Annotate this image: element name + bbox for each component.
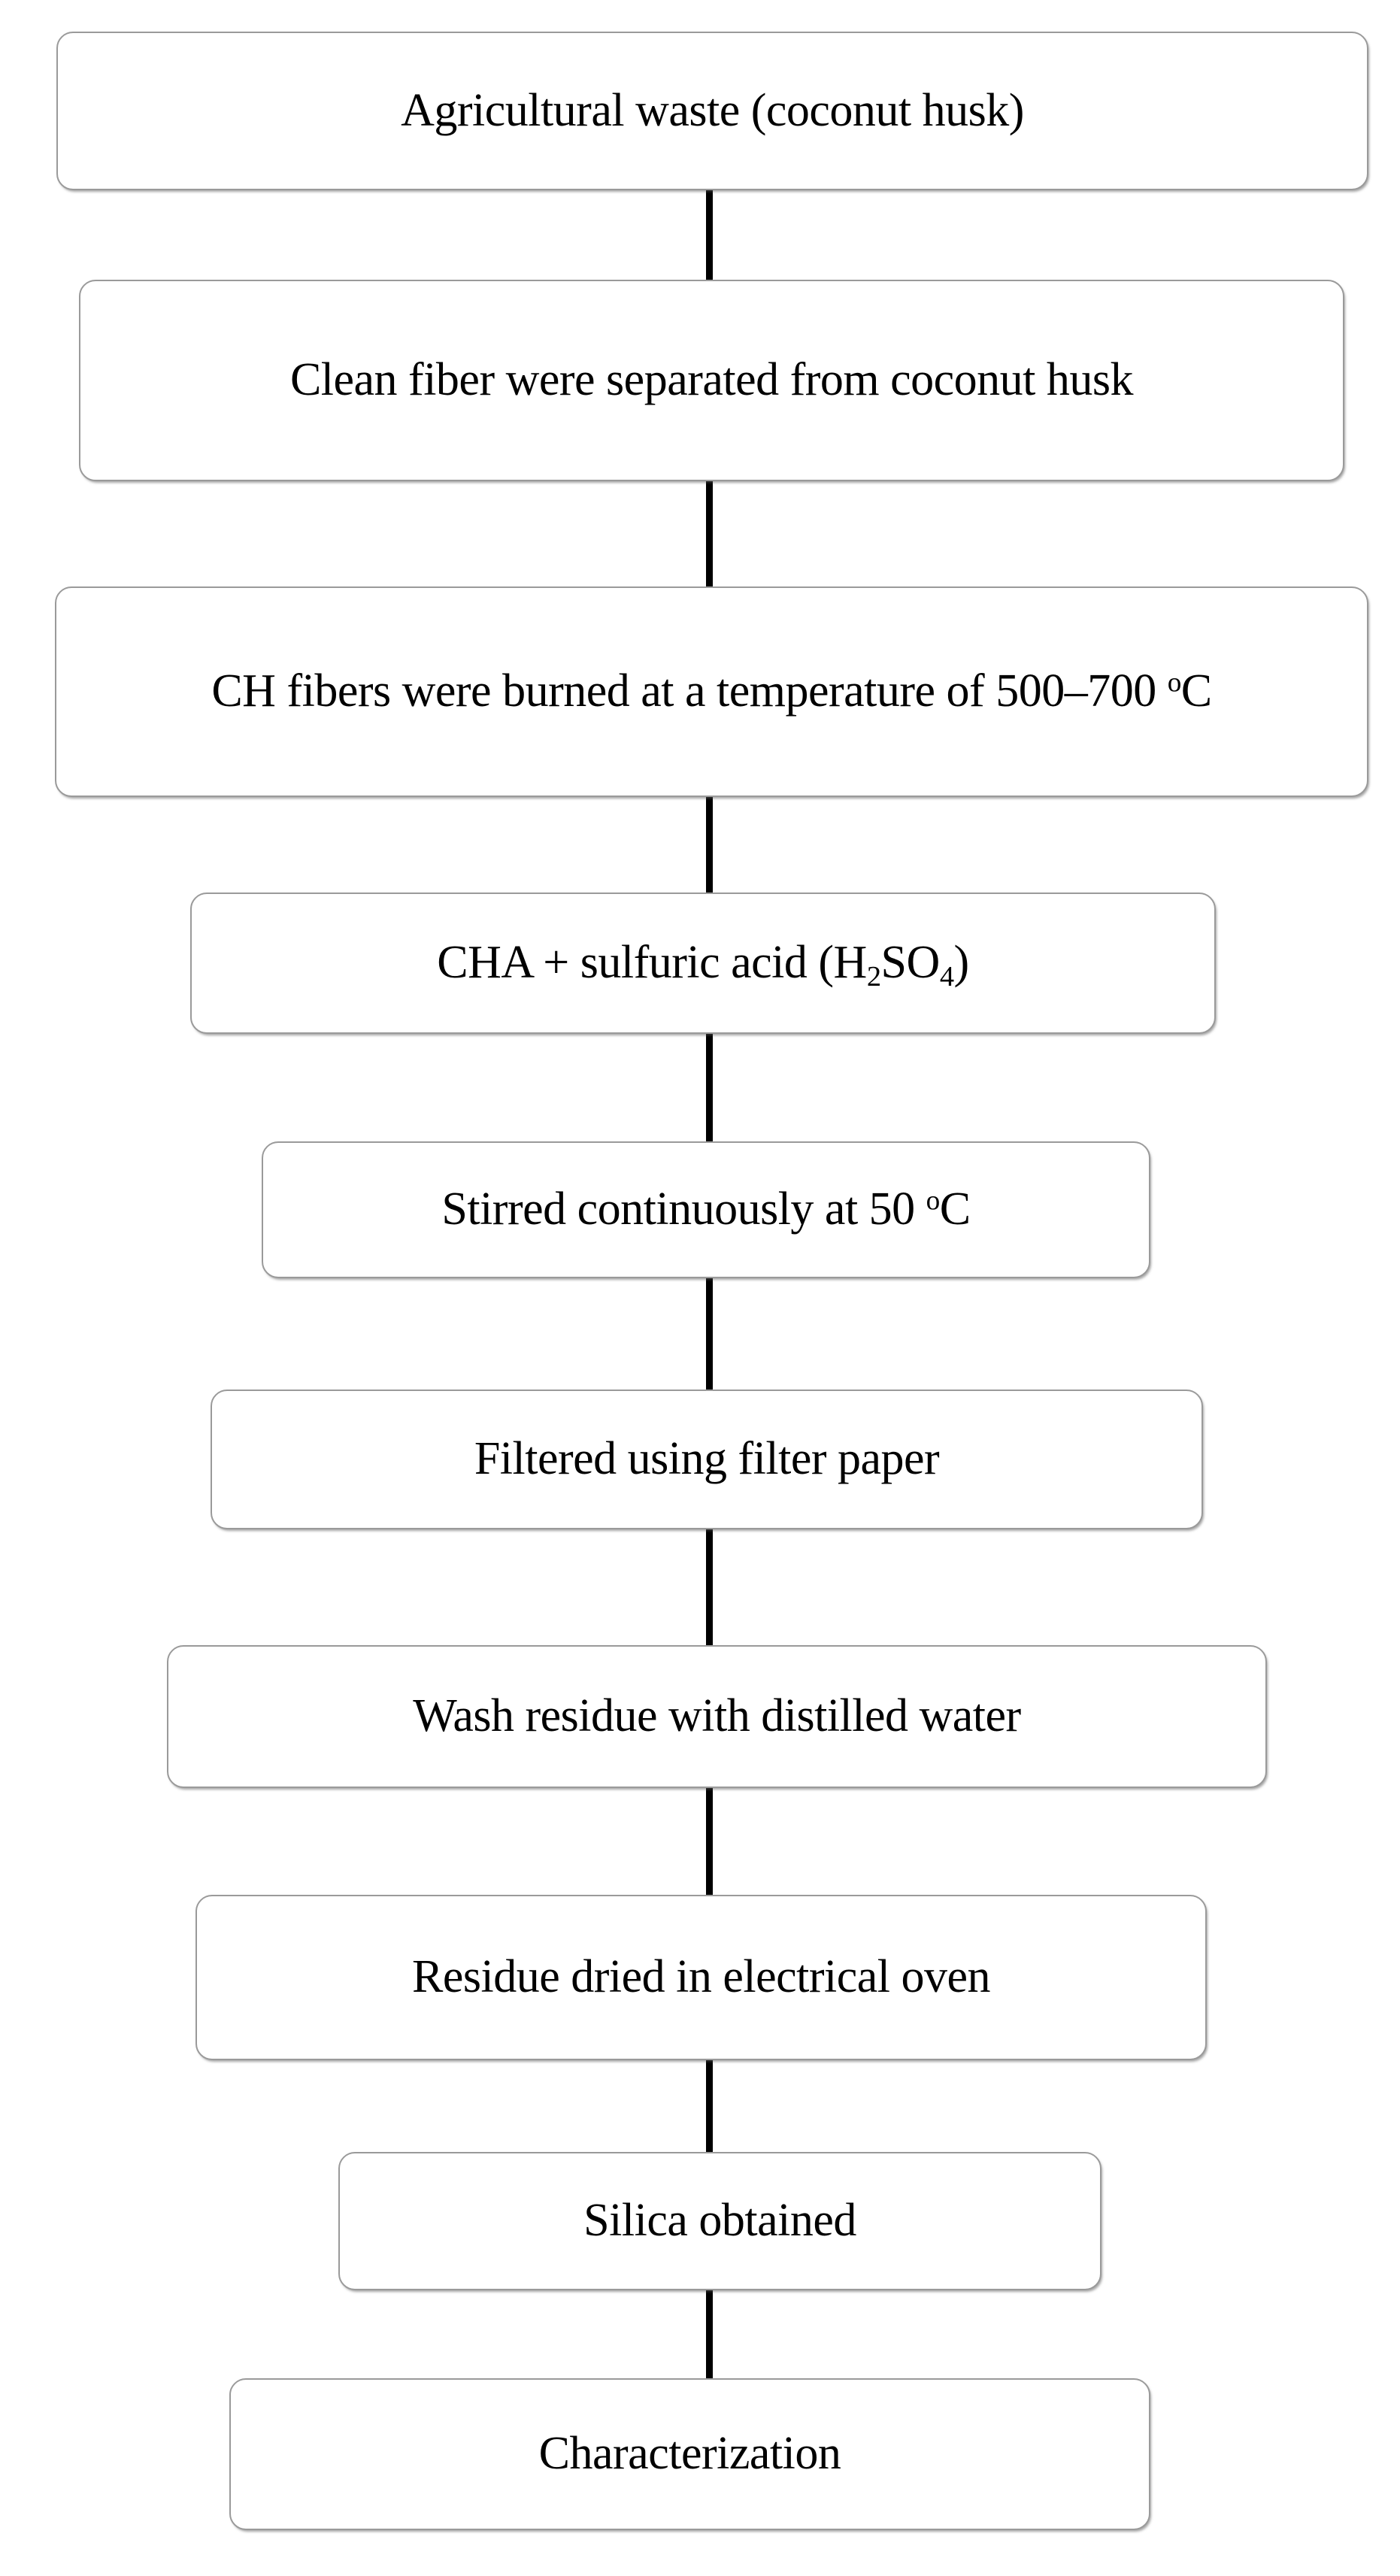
- flow-node-label: Clean fiber were separated from coconut …: [289, 354, 1134, 406]
- flow-node-dry-residue[interactable]: Residue dried in electrical oven: [195, 1895, 1207, 2060]
- flow-node-filtered[interactable]: Filtered using filter paper: [211, 1390, 1203, 1529]
- flow-connector-6-to-7: [706, 1526, 713, 1648]
- flow-node-label: CHA + sulfuric acid (H2SO4): [437, 937, 969, 993]
- flow-connector-3-to-4: [706, 794, 713, 896]
- flow-connector-9-to-10: [706, 2287, 713, 2381]
- flow-node-label: Wash residue with distilled water: [413, 1690, 1021, 1742]
- flow-node-silica-obtained[interactable]: Silica obtained: [338, 2152, 1102, 2290]
- flow-node-sulfuric-acid[interactable]: CHA + sulfuric acid (H2SO4): [190, 893, 1216, 1034]
- flow-connector-4-to-5: [706, 1031, 713, 1144]
- flow-connector-8-to-9: [706, 2057, 713, 2155]
- flow-node-stirred[interactable]: Stirred continuously at 50 oC: [262, 1141, 1150, 1278]
- flow-node-label: Characterization: [538, 2428, 841, 2480]
- flow-node-label: Filtered using filter paper: [474, 1433, 940, 1485]
- flow-node-wash-residue[interactable]: Wash residue with distilled water: [167, 1645, 1267, 1788]
- flow-node-label: CH fibers were burned at a temperature o…: [211, 665, 1212, 717]
- flow-connector-5-to-6: [706, 1275, 713, 1393]
- flow-node-clean-fiber[interactable]: Clean fiber were separated from coconut …: [79, 280, 1344, 481]
- flow-node-agricultural-waste[interactable]: Agricultural waste (coconut husk): [56, 32, 1368, 190]
- flow-connector-7-to-8: [706, 1785, 713, 1898]
- flow-node-characterization[interactable]: Characterization: [229, 2378, 1150, 2530]
- flow-node-label: Stirred continuously at 50 oC: [441, 1183, 971, 1235]
- flow-connector-2-to-3: [706, 478, 713, 589]
- flow-node-label: Agricultural waste (coconut husk): [401, 84, 1024, 136]
- flow-node-burn-fibers[interactable]: CH fibers were burned at a temperature o…: [55, 586, 1368, 797]
- flow-connector-1-to-2: [706, 187, 713, 283]
- flow-node-label: Silica obtained: [583, 2195, 856, 2247]
- flow-node-label: Residue dried in electrical oven: [411, 1951, 991, 2003]
